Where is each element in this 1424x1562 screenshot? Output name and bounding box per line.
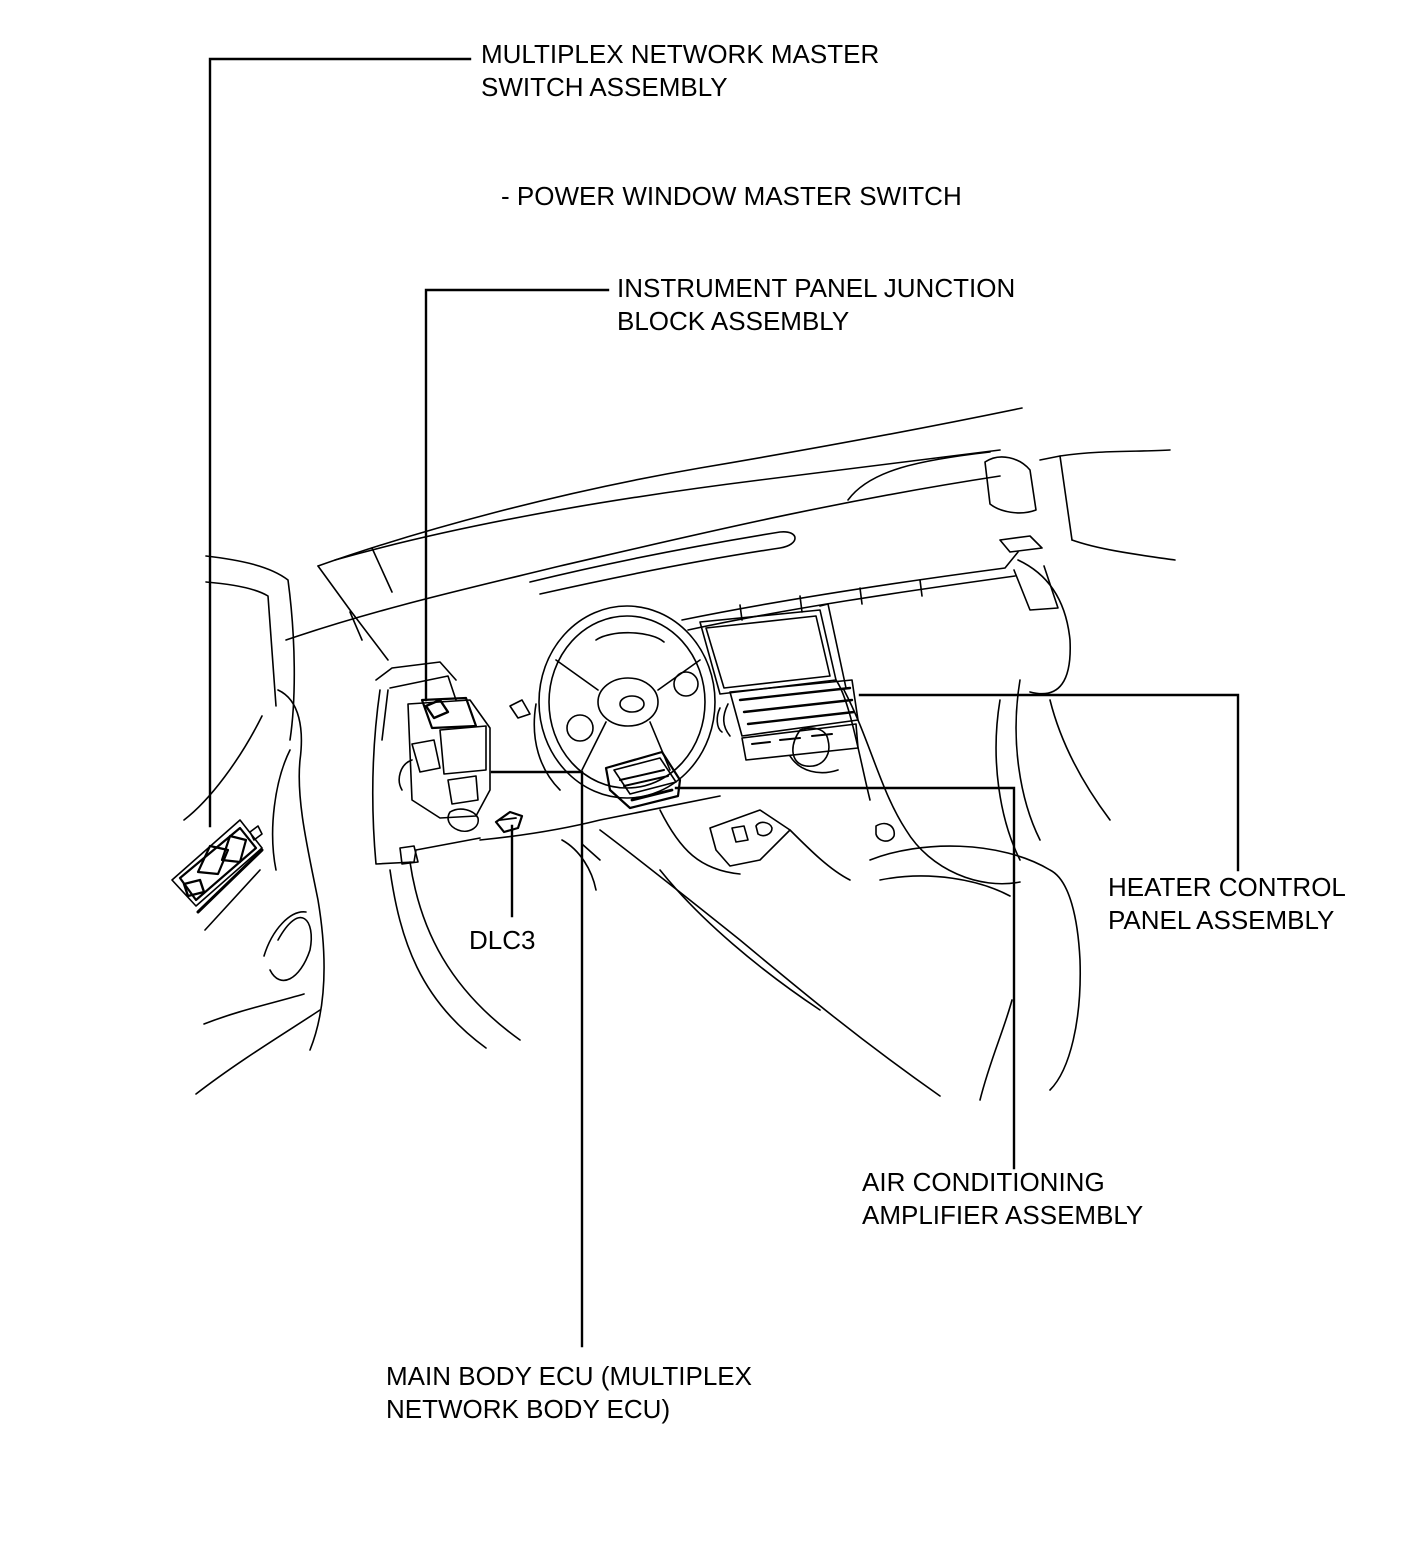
- leader-multiplex-master: [208, 57, 472, 828]
- label-heater-control-line1: HEATER CONTROL: [1108, 872, 1346, 902]
- dashboard-outline: [285, 407, 1176, 695]
- label-heater-control: HEATER CONTROL PANEL ASSEMBLY: [1108, 871, 1346, 937]
- label-dlc3: DLC3: [469, 924, 535, 957]
- dlc3-connector: [494, 810, 524, 834]
- leader-junction-block: [424, 288, 610, 702]
- left-door: [183, 555, 325, 1095]
- ac-amplifier: [604, 750, 682, 810]
- leader-ac-amplifier: [674, 786, 1016, 1170]
- label-ac-amplifier: AIR CONDITIONING AMPLIFIER ASSEMBLY: [862, 1166, 1143, 1232]
- label-heater-control-line2: PANEL ASSEMBLY: [1108, 905, 1335, 935]
- leader-lines: [208, 57, 1240, 1348]
- label-junction-block-line2: BLOCK ASSEMBLY: [617, 306, 850, 336]
- label-multiplex-master-switch: MULTIPLEX NETWORK MASTER SWITCH ASSEMBLY: [481, 38, 879, 104]
- center-stack: [699, 603, 1021, 885]
- steering-wheel: [509, 605, 716, 799]
- label-junction-block-line1: INSTRUMENT PANEL JUNCTION: [617, 273, 1016, 303]
- leader-heater-control: [858, 693, 1240, 872]
- label-multiplex-master-line2: SWITCH ASSEMBLY: [481, 72, 728, 102]
- junction-block: [371, 661, 491, 865]
- lower-console: [389, 679, 1111, 1101]
- label-dlc3-text: DLC3: [469, 925, 536, 955]
- label-ac-amplifier-line2: AMPLIFIER ASSEMBLY: [862, 1200, 1144, 1230]
- label-multiplex-master-line1: MULTIPLEX NETWORK MASTER: [481, 39, 880, 69]
- label-junction-block: INSTRUMENT PANEL JUNCTION BLOCK ASSEMBLY: [617, 272, 1015, 338]
- label-main-body-ecu-line2: NETWORK BODY ECU): [386, 1394, 671, 1424]
- label-main-body-ecu: MAIN BODY ECU (MULTIPLEX NETWORK BODY EC…: [386, 1360, 752, 1426]
- label-power-window-master-switch: - POWER WINDOW MASTER SWITCH: [501, 180, 962, 213]
- window-switch: [171, 819, 264, 914]
- label-main-body-ecu-line1: MAIN BODY ECU (MULTIPLEX: [386, 1361, 752, 1391]
- label-ac-amplifier-line1: AIR CONDITIONING: [862, 1167, 1105, 1197]
- label-power-window-text: - POWER WINDOW MASTER SWITCH: [501, 181, 962, 211]
- leader-main-body-ecu: [490, 770, 584, 1348]
